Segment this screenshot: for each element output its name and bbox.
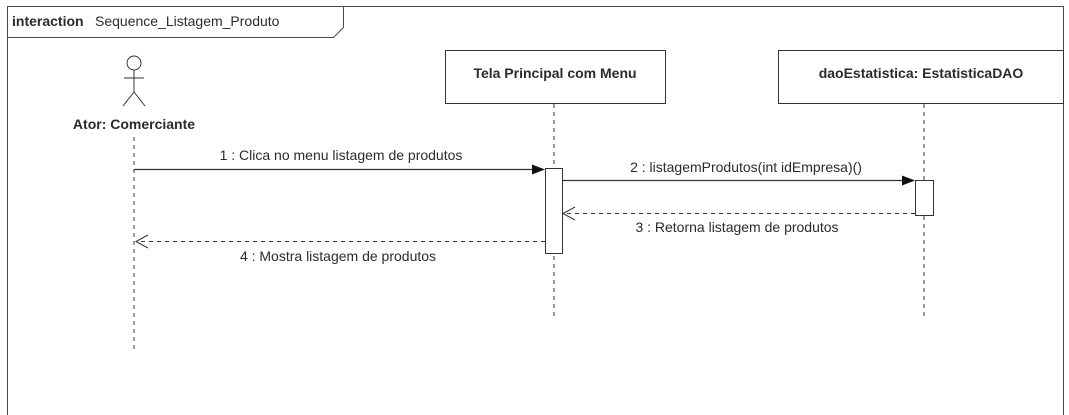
arrowhead-filled-icon [902,175,915,186]
message-1: 1 : Clica no menu listagem de produtos [134,147,545,175]
dao-box [778,50,1064,104]
arrowhead-open-icon [561,206,576,221]
message-4-label: 4 : Mostra listagem de produtos [240,248,436,264]
message-2-label: 2 : listagemProdutos(int idEmpresa)() [630,159,862,175]
tela-principal-activation [545,168,563,254]
arrowhead-filled-icon [532,164,545,175]
frame-keyword: interaction [12,13,84,29]
tela-principal-name: Tela Principal com Menu [473,65,636,81]
dao-lifeline: daoEstatistica: EstatisticaDAO [778,50,1064,318]
message-3: 3 : Retorna listagem de produtos [561,206,915,235]
tela-principal-box [445,50,666,104]
message-1-label: 1 : Clica no menu listagem de produtos [220,147,463,163]
tela-principal-lifeline: Tela Principal com Menu [445,50,666,318]
interaction-frame: interaction Sequence_Listagem_Produto [7,6,1064,415]
actor-lifeline: Ator: Comerciante [73,55,195,350]
frame-label-pentagon [7,6,344,38]
message-2: 2 : listagemProdutos(int idEmpresa)() [563,159,915,186]
message-3-label: 3 : Retorna listagem de produtos [635,219,838,235]
arrowhead-open-icon [134,234,149,249]
dao-activation [915,180,934,216]
actor-stick-figure-icon [122,55,146,107]
dao-name: daoEstatistica: EstatisticaDAO [819,65,1024,81]
message-4: 4 : Mostra listagem de produtos [134,234,545,264]
actor-name: Ator: Comerciante [73,116,195,132]
frame-name: Sequence_Listagem_Produto [95,13,280,29]
